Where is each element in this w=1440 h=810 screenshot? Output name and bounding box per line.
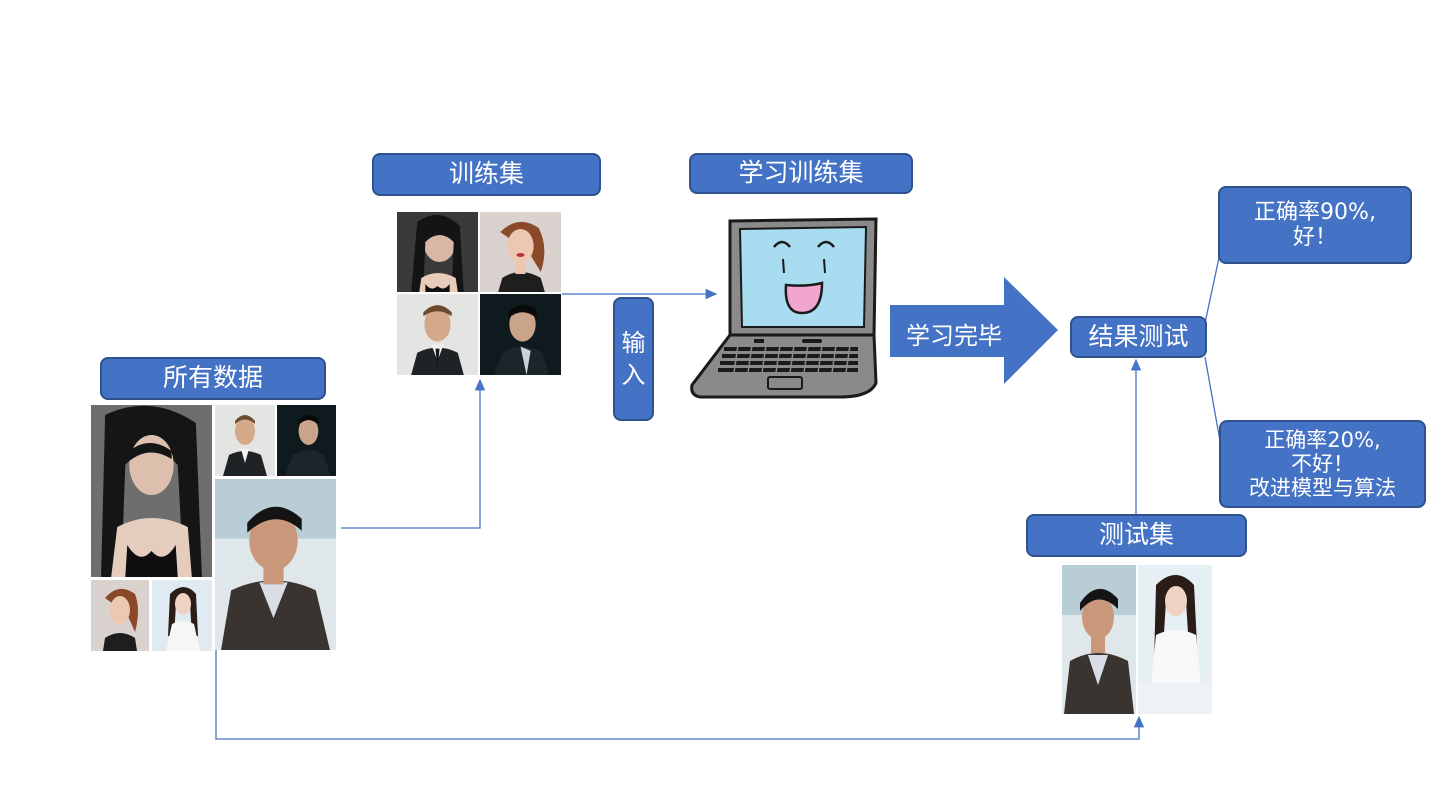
accuracy-good-box: 正确率90%, 好！ bbox=[1218, 186, 1412, 264]
training-photo-man-suit bbox=[397, 294, 478, 375]
all-data-photo-man-suit bbox=[215, 405, 275, 476]
good-line-2: 好！ bbox=[1292, 225, 1337, 250]
all-data-box: 所有数据 bbox=[100, 357, 326, 400]
all-data-photo-woman-white bbox=[152, 580, 212, 651]
training-photo-woman-dark bbox=[397, 212, 478, 292]
bad-line-1: 正确率20%, bbox=[1264, 427, 1381, 452]
result-test-box: 结果测试 bbox=[1070, 316, 1207, 358]
input-label-2: 入 bbox=[621, 361, 646, 389]
test-set-box: 测试集 bbox=[1026, 514, 1247, 557]
connector-all-to-test bbox=[215, 650, 1145, 740]
learning-done-label: 学习完毕 bbox=[906, 322, 1002, 350]
training-photo-woman-red-hair bbox=[480, 212, 561, 292]
bad-line-2: 不好！ bbox=[1291, 451, 1354, 476]
connector-result-to-good bbox=[1204, 252, 1221, 324]
bad-line-3: 改进模型与算法 bbox=[1249, 476, 1396, 501]
test-photo-man-jacket bbox=[1062, 565, 1136, 714]
all-data-photo-man-jacket bbox=[215, 479, 336, 650]
smiling-laptop-icon bbox=[690, 217, 878, 399]
all-data-photo-man-dark bbox=[277, 405, 336, 476]
all-data-photo-woman-red-hair bbox=[91, 580, 149, 651]
good-line-1: 正确率90%, bbox=[1254, 199, 1376, 225]
input-label-1: 输 bbox=[621, 328, 646, 357]
training-photo-man-dark bbox=[480, 294, 561, 375]
accuracy-bad-box: 正确率20%, 不好！ 改进模型与算法 bbox=[1219, 420, 1426, 508]
test-photo-woman-white bbox=[1138, 565, 1212, 714]
learn-training-set-box: 学习训练集 bbox=[689, 153, 913, 194]
block-arrow-learning-done bbox=[890, 277, 1058, 384]
all-data-photo-woman-large bbox=[91, 405, 212, 577]
input-box: 输 入 bbox=[613, 297, 654, 421]
connector-all-to-training bbox=[341, 378, 486, 529]
training-set-box: 训练集 bbox=[372, 153, 601, 196]
